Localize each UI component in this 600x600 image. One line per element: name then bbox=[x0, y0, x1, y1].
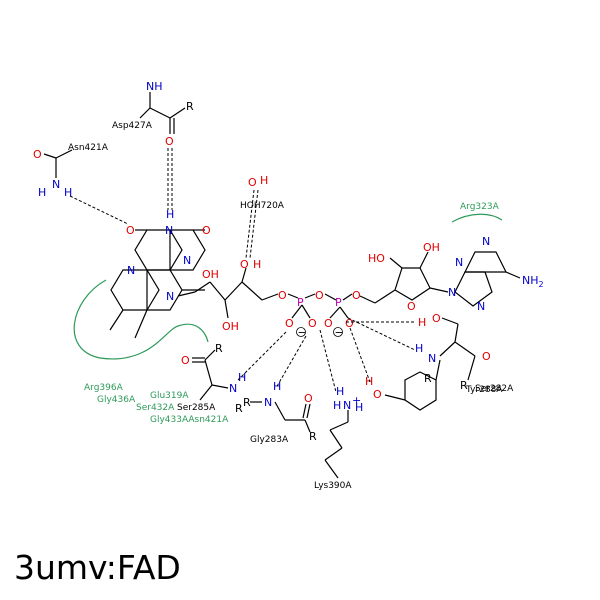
ser285-r2: R bbox=[235, 402, 243, 415]
lys390-h2: H bbox=[333, 399, 341, 412]
ribityl-o-3: O bbox=[240, 258, 249, 271]
flavin-o4: O bbox=[126, 224, 135, 237]
lys390-h3: H bbox=[355, 401, 363, 414]
residue-hoh720: HOH720A bbox=[240, 201, 285, 211]
hydrogen-bonds bbox=[69, 148, 416, 393]
asn421-n: N bbox=[52, 178, 60, 191]
adenine-n9: N bbox=[448, 286, 456, 299]
ser282-r2: R bbox=[460, 379, 468, 392]
ribityl-chain bbox=[177, 267, 279, 319]
lys390-n: N bbox=[343, 399, 351, 412]
lys390-h1: H bbox=[336, 385, 344, 398]
tyr288-h: H bbox=[365, 375, 373, 388]
hydrophobic-arc-arg396 bbox=[73, 279, 209, 360]
gly283-r: R bbox=[243, 396, 251, 409]
adenine-n7: N bbox=[477, 300, 485, 313]
flavin-n10: N bbox=[166, 290, 174, 303]
ser285-r: R bbox=[215, 342, 223, 355]
ser285-o: O bbox=[181, 354, 190, 367]
adenine-n3: N bbox=[455, 256, 463, 269]
gly283-o: O bbox=[304, 392, 313, 405]
ser282-nh: H bbox=[415, 342, 423, 355]
lys390-charge: + bbox=[352, 394, 361, 407]
ser282-n: N bbox=[428, 352, 436, 365]
residue-asn421: Asn421A bbox=[68, 143, 109, 153]
flavin-n3-h: H bbox=[166, 208, 174, 221]
phosphate-o4: O bbox=[345, 317, 354, 330]
hydrophobic-arc-arg323 bbox=[451, 213, 503, 223]
residue-arg323: Arg323A bbox=[460, 202, 500, 212]
ribityl-o-5: O bbox=[278, 289, 287, 302]
phosphate-o1: O bbox=[285, 317, 294, 330]
ser285-h: H bbox=[238, 371, 246, 384]
ribose-ring bbox=[359, 251, 449, 304]
residue-gly433-asn421: Gly433AAsn421A bbox=[150, 415, 229, 425]
residue-lys390: Lys390A bbox=[314, 481, 352, 491]
ribose-ho: HO bbox=[368, 252, 385, 265]
flavin-n1: N bbox=[183, 254, 191, 267]
ser285-n: N bbox=[229, 382, 237, 395]
residue-ser432: Ser432A bbox=[136, 403, 175, 413]
asn421-h1: H bbox=[38, 186, 46, 199]
flavin-n5: N bbox=[127, 264, 135, 277]
ser282-o: O bbox=[432, 312, 441, 325]
residue-glu319: Glu319A bbox=[150, 391, 189, 401]
asp427-nh: NH bbox=[146, 80, 163, 93]
ser282-tyr288-fragment bbox=[384, 317, 476, 411]
phosphate-o2: O bbox=[308, 317, 317, 330]
adenine-n1: N bbox=[482, 235, 490, 248]
residue-tyr288: Tyr288A bbox=[465, 385, 503, 395]
diagram-title: 3umv:FAD bbox=[14, 548, 181, 587]
flavin-n3: N bbox=[165, 224, 173, 237]
asp427-r: R bbox=[186, 100, 194, 113]
residue-ser282: Ser282A bbox=[475, 384, 514, 394]
gly283-n: N bbox=[264, 396, 272, 409]
diphosphate-bonds bbox=[287, 293, 353, 319]
flavin-o2: O bbox=[202, 224, 211, 237]
ribityl-h-3: H bbox=[253, 258, 261, 271]
adenine-nh2: NH2 bbox=[522, 274, 544, 289]
residue-gly436: Gly436A bbox=[97, 395, 136, 405]
ser282-carbonyl-o: O bbox=[482, 350, 491, 363]
tyr288-o: O bbox=[373, 388, 382, 401]
gly283-fragment bbox=[250, 401, 311, 433]
asn421-h2: H bbox=[64, 186, 72, 199]
lys390-fragment bbox=[324, 410, 349, 479]
phosphate-charge-a: − bbox=[298, 326, 307, 339]
residue-gly283: Gly283A bbox=[250, 435, 289, 445]
phosphate-o-ribose: O bbox=[352, 289, 361, 302]
asp427-fragment bbox=[139, 92, 186, 134]
flavin-rings bbox=[109, 229, 206, 339]
ribose-o: O bbox=[407, 300, 416, 313]
ribityl-oh-1: OH bbox=[202, 268, 219, 281]
ser282-h: H bbox=[418, 316, 426, 329]
ribose-oh: OH bbox=[423, 241, 440, 254]
gly283-r2: R bbox=[309, 430, 317, 443]
phosphate-o3: O bbox=[324, 317, 333, 330]
asn421-o: O bbox=[33, 148, 42, 161]
phosphate-p-a: P bbox=[297, 296, 304, 309]
ribityl-oh-2: OH bbox=[222, 320, 239, 333]
asn421-fragment bbox=[43, 149, 73, 178]
residue-ser285: Ser285A bbox=[177, 403, 216, 413]
ser285-fragment bbox=[192, 349, 229, 401]
hoh720-h: H bbox=[260, 174, 268, 187]
asp427-o: O bbox=[165, 135, 174, 148]
residue-arg396: Arg396A bbox=[84, 383, 124, 393]
gly283-h: H bbox=[273, 380, 281, 393]
ser282-r1: R bbox=[424, 372, 432, 385]
hoh720-o: O bbox=[248, 176, 257, 189]
phosphate-bridge-o: O bbox=[315, 289, 324, 302]
residue-asp427: Asp427A bbox=[112, 121, 153, 131]
adenine-rings bbox=[454, 251, 521, 307]
phosphate-charge-b: − bbox=[335, 326, 344, 339]
phosphate-p-b: P bbox=[335, 296, 342, 309]
